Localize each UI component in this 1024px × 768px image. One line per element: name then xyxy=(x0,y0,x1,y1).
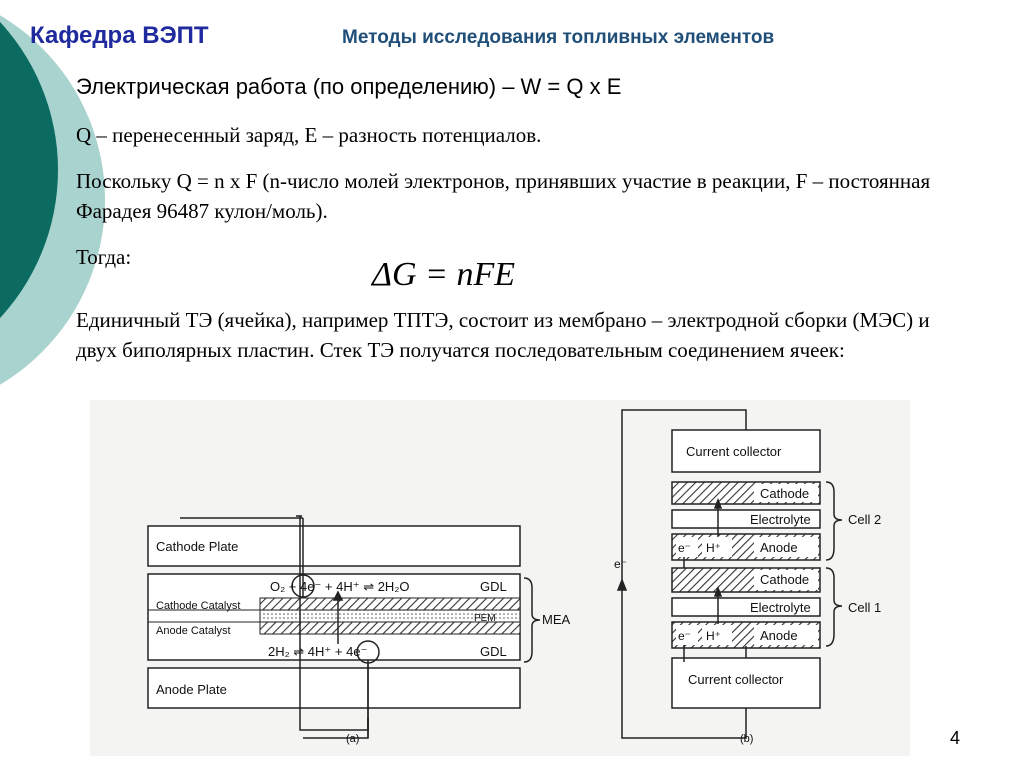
gdl-bottom-label: GDL xyxy=(480,644,507,659)
cell-description: Единичный ТЭ (ячейка), например ТПТЭ, со… xyxy=(76,308,930,362)
cathode-catalyst-label: Cathode Catalyst xyxy=(156,600,240,612)
cathode-1-label: Cathode xyxy=(760,572,809,587)
cell-1-label: Cell 1 xyxy=(848,600,881,615)
cathode-plate-label: Cathode Plate xyxy=(156,539,238,554)
gibbs-formula: ΔG = nFE xyxy=(372,256,515,294)
then-label: Тогда: xyxy=(76,245,132,269)
slide-topic: Методы исследования топливных элементов xyxy=(342,27,775,48)
page-number: 4 xyxy=(950,728,961,748)
caption-b: (b) xyxy=(740,733,753,745)
electron-label-2: e⁻ xyxy=(678,541,691,555)
reaction-top-label: O₂ + 4e⁻ + 4H⁺ ⇌ 2H₂O xyxy=(270,579,409,594)
cathode-2-label: Cathode xyxy=(760,486,809,501)
anode-1-label: Anode xyxy=(760,628,798,643)
diagram-a xyxy=(147,515,541,738)
department-title: Кафедра ВЭПТ xyxy=(30,22,209,49)
anode-catalyst-label: Anode Catalyst xyxy=(156,625,231,637)
electrolyte-1-label: Electrolyte xyxy=(750,600,811,615)
external-circuit-a xyxy=(180,517,369,739)
cell-2-label: Cell 2 xyxy=(848,512,881,527)
pem-label: PEM xyxy=(474,613,496,624)
electron-label-1: e⁻ xyxy=(678,629,691,643)
formula-text: ΔG = nFE xyxy=(372,256,515,293)
fuel-cell-figure: Cathode Plate O₂ + 4e⁻ + 4H⁺ ⇌ 2H₂O GDL … xyxy=(90,400,910,756)
caption-a: (a) xyxy=(346,733,359,745)
decorative-circles xyxy=(0,0,120,420)
proton-label-1: H⁺ xyxy=(706,629,721,643)
proton-label-2: H⁺ xyxy=(706,541,721,555)
gdl-top-label: GDL xyxy=(480,579,507,594)
current-collector-bottom-label: Current collector xyxy=(688,672,784,687)
anode-2-label: Anode xyxy=(760,540,798,555)
anode-plate-label: Anode Plate xyxy=(156,682,227,697)
reaction-bottom-label: 2H₂ ⇌ 4H⁺ + 4e⁻ xyxy=(268,644,367,659)
electrolyte-2-label: Electrolyte xyxy=(750,512,811,527)
faraday-description: Поскольку Q = n x F (n-число молей элект… xyxy=(76,169,931,223)
electron-circuit-label: e⁻ xyxy=(614,557,627,571)
charge-description: Q – перенесенный заряд, Е – разность пот… xyxy=(76,123,542,147)
definition-line: Электрическая работа (по определению) – … xyxy=(76,74,622,99)
diagram-b xyxy=(616,409,843,739)
mea-label: MEA xyxy=(542,612,571,627)
current-collector-top-label: Current collector xyxy=(686,444,782,459)
